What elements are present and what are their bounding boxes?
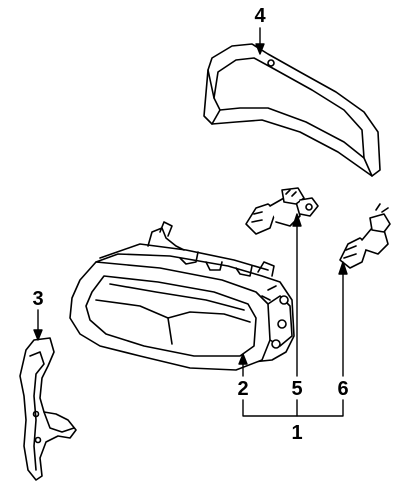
- callout-6: 6: [337, 378, 349, 400]
- bezel-frame: [203, 43, 381, 177]
- callout-2: 2: [237, 378, 249, 400]
- arrow-4: [255, 43, 265, 55]
- callout-4: 4: [254, 5, 266, 27]
- callout-5: 5: [291, 378, 303, 400]
- arrow-5: [292, 213, 302, 227]
- bulb-6: [339, 203, 391, 269]
- arrow-2: [238, 353, 248, 365]
- headlamp-assembly: [69, 221, 295, 371]
- arrow-6: [338, 261, 348, 275]
- leader-lines: [33, 27, 348, 417]
- arrow-3: [33, 329, 43, 341]
- mounting-bracket: [19, 337, 77, 481]
- bracket-1: [242, 399, 344, 417]
- callout-3: 3: [32, 288, 44, 310]
- callout-1: 1: [291, 422, 303, 444]
- bulb-5: [245, 187, 319, 235]
